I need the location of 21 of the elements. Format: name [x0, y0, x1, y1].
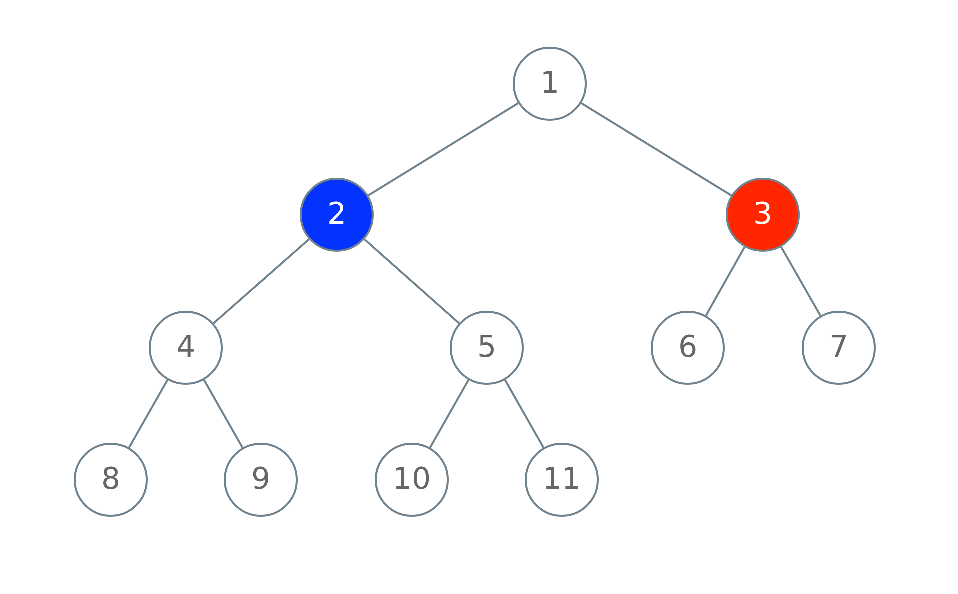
tree-edge	[128, 380, 169, 448]
tree-edge	[203, 380, 244, 448]
tree-edge	[213, 238, 310, 324]
node-number: 11	[542, 465, 582, 495]
tree-edge	[368, 102, 519, 196]
tree-edge	[364, 238, 460, 324]
tree-edge	[581, 102, 732, 196]
node-number: 7	[829, 333, 849, 363]
node-number: 8	[101, 465, 121, 495]
tree-edge	[429, 380, 470, 448]
node-number: 9	[251, 465, 271, 495]
node-number: 5	[477, 333, 497, 363]
node-number: 3	[753, 200, 773, 230]
tree-edge	[780, 246, 822, 316]
tree-edge	[705, 246, 746, 316]
tree-edge	[504, 380, 545, 448]
node-number: 6	[678, 333, 698, 363]
node-number: 2	[327, 200, 347, 230]
node-number: 1	[540, 69, 560, 99]
node-number: 10	[392, 465, 432, 495]
node-number: 4	[176, 333, 196, 363]
